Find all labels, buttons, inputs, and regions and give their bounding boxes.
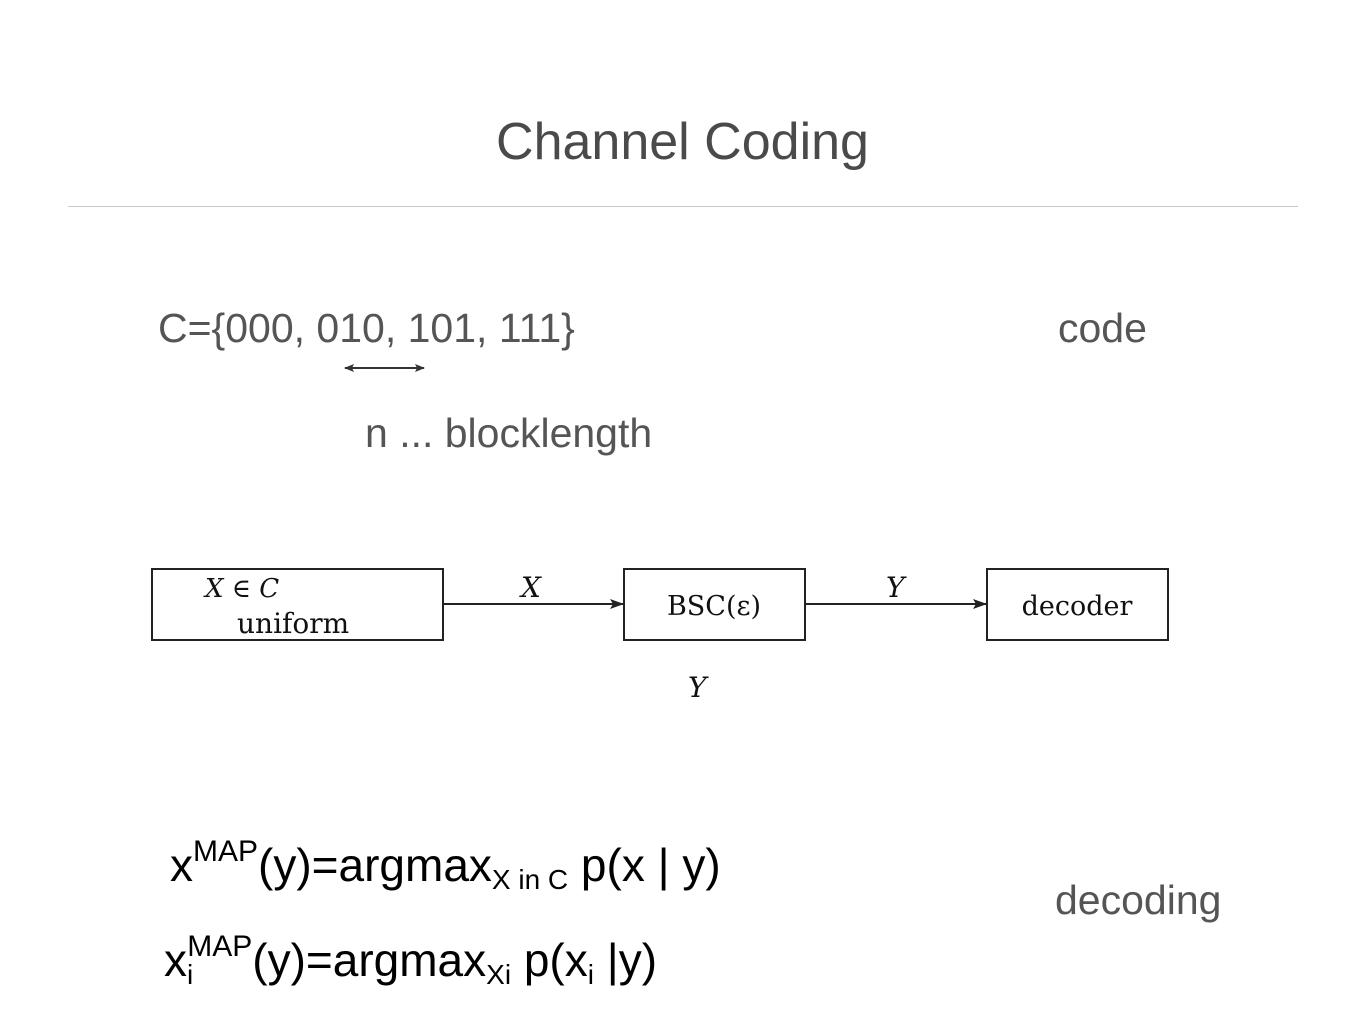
bitwise-map-equation: xiMAP(y)=argmaxXi p(xi |y) — [164, 930, 657, 991]
eq2-rhs-part1: p(x — [511, 934, 588, 986]
eq2-superscript: MAP — [187, 930, 253, 963]
code-set: C={000, 010, 101, 111} — [158, 305, 575, 351]
decoding-label: decoding — [1055, 877, 1222, 923]
edge-y-label: Y — [886, 571, 907, 604]
decoder-box — [986, 568, 1169, 641]
eq1-lhs: x — [170, 839, 193, 891]
source-line1: X ∈ C — [203, 574, 279, 604]
code-label: code — [1058, 305, 1147, 351]
eq1-superscript: MAP — [193, 835, 259, 868]
eq2-lhs: x — [164, 934, 187, 986]
blocklength-label: n ... blocklength — [365, 410, 653, 456]
slide-title: Channel Coding — [496, 113, 869, 171]
map-decoding-equation: xMAP(y)=argmaxX in C p(x | y) — [170, 835, 721, 896]
eq2-rhs-index: i — [587, 959, 594, 990]
eq1-argmax: (y)=argmax — [258, 839, 492, 891]
eq2-argmax: (y)=argmax — [252, 934, 487, 986]
eq2-rhs-part2: |y) — [593, 934, 658, 986]
source-line2: uniform — [237, 607, 349, 640]
edge-x-label: X — [519, 571, 542, 604]
eq1-subscript: X in C — [491, 864, 569, 895]
title-divider — [68, 206, 1298, 207]
eq2-subscript: Xi — [486, 959, 512, 990]
eq1-rhs: p(x | y) — [568, 839, 721, 891]
below-channel-label: Y — [688, 671, 709, 704]
decoder-label: decoder — [1022, 591, 1133, 622]
channel-label: BSC(ε) — [667, 591, 761, 622]
eq2-index: i — [187, 959, 194, 990]
